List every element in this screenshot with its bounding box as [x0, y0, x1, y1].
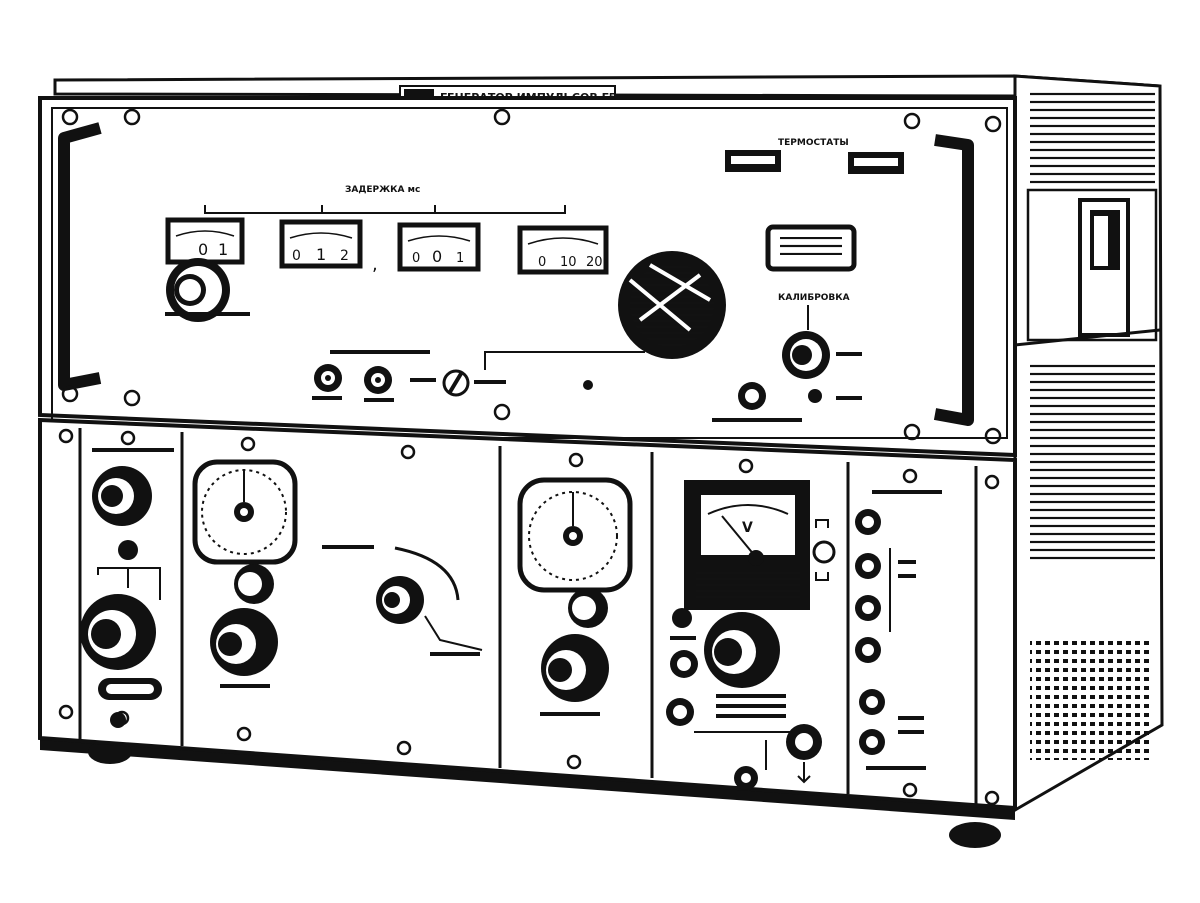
module-5-jack-5[interactable] [859, 689, 885, 715]
svg-text:0: 0 [538, 255, 546, 270]
module-5-jack-1[interactable] [855, 509, 881, 535]
module-2-switch-arc [394, 546, 460, 601]
pilot-light [808, 389, 822, 403]
svg-text:10: 10 [560, 255, 577, 270]
foot-right [949, 822, 1001, 848]
side-vent-grid [1030, 640, 1150, 760]
calibration-meter [765, 224, 857, 272]
svg-text:1: 1 [456, 251, 464, 266]
panel-screws [61, 108, 1002, 445]
module-1 [80, 448, 174, 728]
module-5 [855, 490, 942, 770]
svg-text:0: 0 [292, 248, 301, 264]
module-3-scale-dial [517, 477, 633, 593]
delay-dial-4: 0 10 20 [517, 225, 609, 275]
module-2-scale-dial [192, 459, 298, 565]
module-2-range-selector[interactable] [376, 576, 424, 624]
delay-bracket [204, 205, 566, 214]
svg-text:0: 0 [432, 247, 442, 266]
rotary-switch-small[interactable] [738, 382, 766, 410]
module-3-main-knob[interactable] [541, 634, 609, 702]
delay-dial-2: 0 1 2 [279, 219, 363, 269]
knob-leader-line [484, 351, 645, 370]
module-4-jack-1[interactable] [670, 650, 698, 678]
voltmeter: V [684, 480, 810, 610]
side-louvers-bottom [1030, 360, 1155, 560]
output-jack-2[interactable] [364, 366, 392, 394]
module-5-jack-6[interactable] [859, 729, 885, 755]
module-2-main-knob[interactable] [210, 608, 278, 676]
calibration-label: КАЛИБРОВКА [778, 293, 850, 303]
module-4-selector[interactable] [786, 724, 822, 760]
module-4-jack-2[interactable] [666, 698, 694, 726]
module-4-bottom-jack[interactable] [734, 766, 758, 790]
lower-screws [58, 428, 1000, 806]
toggle-switch[interactable] [442, 369, 470, 397]
module-2-small-knob[interactable] [234, 564, 274, 604]
calibration-knob[interactable] [782, 331, 830, 379]
module-4-lamp [672, 608, 692, 628]
handle-left [58, 122, 102, 391]
delay-dial-3: 0 0 1 [397, 222, 481, 272]
delay-dial-1: 0 1 [165, 217, 245, 265]
foot-left [88, 740, 132, 764]
voltmeter-unit: V [742, 520, 753, 536]
svg-text:2: 2 [340, 248, 349, 264]
polarity-jack-positive[interactable] [812, 519, 836, 564]
indicator-lamp [583, 380, 593, 390]
module-1-amplitude-knob[interactable] [80, 594, 156, 670]
cabinet [40, 74, 1164, 848]
polarity-symbol-negative [815, 572, 829, 581]
module-3-small-knob[interactable] [568, 588, 608, 628]
delay-main-knob[interactable] [618, 251, 726, 359]
thermostat-label: ТЕРМОСТАТЫ [778, 138, 849, 148]
side-louvers-top [1030, 90, 1155, 185]
module-4: V [666, 480, 836, 790]
svg-text:0: 0 [198, 240, 208, 259]
module-1-range-knob[interactable] [92, 466, 152, 526]
svg-text:1: 1 [316, 245, 326, 264]
module-3 [517, 477, 633, 716]
module-1-jack[interactable] [118, 540, 138, 560]
delay-label: ЗАДЕРЖКА мс [345, 185, 420, 195]
module-5-jack-4[interactable] [855, 637, 881, 663]
upper-panel: ЗАДЕРЖКА мс 0 1 0 1 2 , 0 0 1 0 10 [38, 96, 1017, 458]
svg-text:1: 1 [218, 240, 228, 259]
module-5-jack-2[interactable] [855, 553, 881, 579]
module-2 [192, 459, 483, 688]
module-5-jack-3[interactable] [855, 595, 881, 621]
handle-right [933, 134, 974, 426]
delay-fine-knob[interactable] [165, 258, 250, 322]
decimal-separator: , [372, 254, 378, 275]
lower-panel: V [38, 417, 1017, 811]
svg-text:0: 0 [412, 251, 420, 266]
svg-text:20: 20 [586, 255, 603, 270]
module-4-main-knob[interactable] [704, 612, 780, 688]
output-jack-1[interactable] [314, 364, 342, 392]
